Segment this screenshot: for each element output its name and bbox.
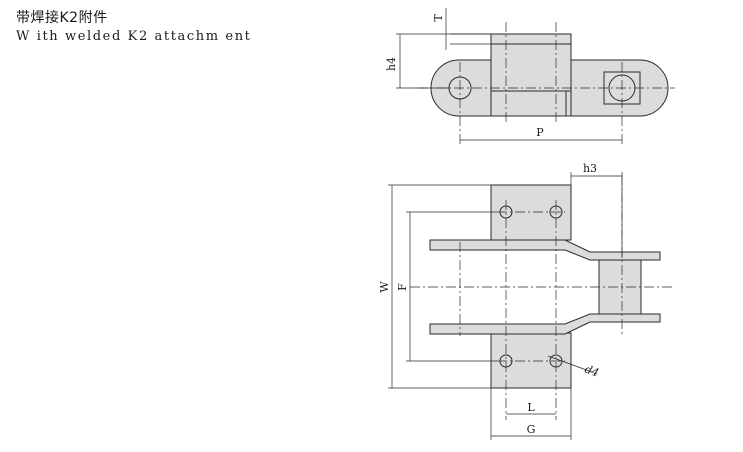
dim-F-label: F	[396, 283, 409, 291]
dim-d4-label: d4	[583, 363, 601, 380]
dim-h4-label: h4	[385, 57, 398, 71]
top-attachment-plate	[490, 184, 572, 241]
lower-side-bar	[429, 313, 661, 335]
center-block	[598, 257, 642, 315]
side-attachment-block	[490, 33, 572, 117]
title-chinese: 带焊接K2附件	[16, 10, 108, 26]
dim-L-label: L	[527, 401, 535, 414]
dim-G-label: G	[527, 423, 536, 436]
title-english: W ith welded K2 attachm ent	[16, 29, 252, 44]
dim-T-label: T	[432, 14, 445, 22]
bottom-attachment-plate	[490, 332, 572, 389]
dim-P-label: P	[536, 126, 544, 139]
dim-h3-label: h3	[583, 162, 597, 175]
top-view: h3 W F d4 L G	[378, 162, 672, 440]
dim-W-label: W	[378, 281, 391, 293]
upper-side-bar	[429, 239, 661, 261]
side-view: T h4 P	[385, 8, 675, 146]
